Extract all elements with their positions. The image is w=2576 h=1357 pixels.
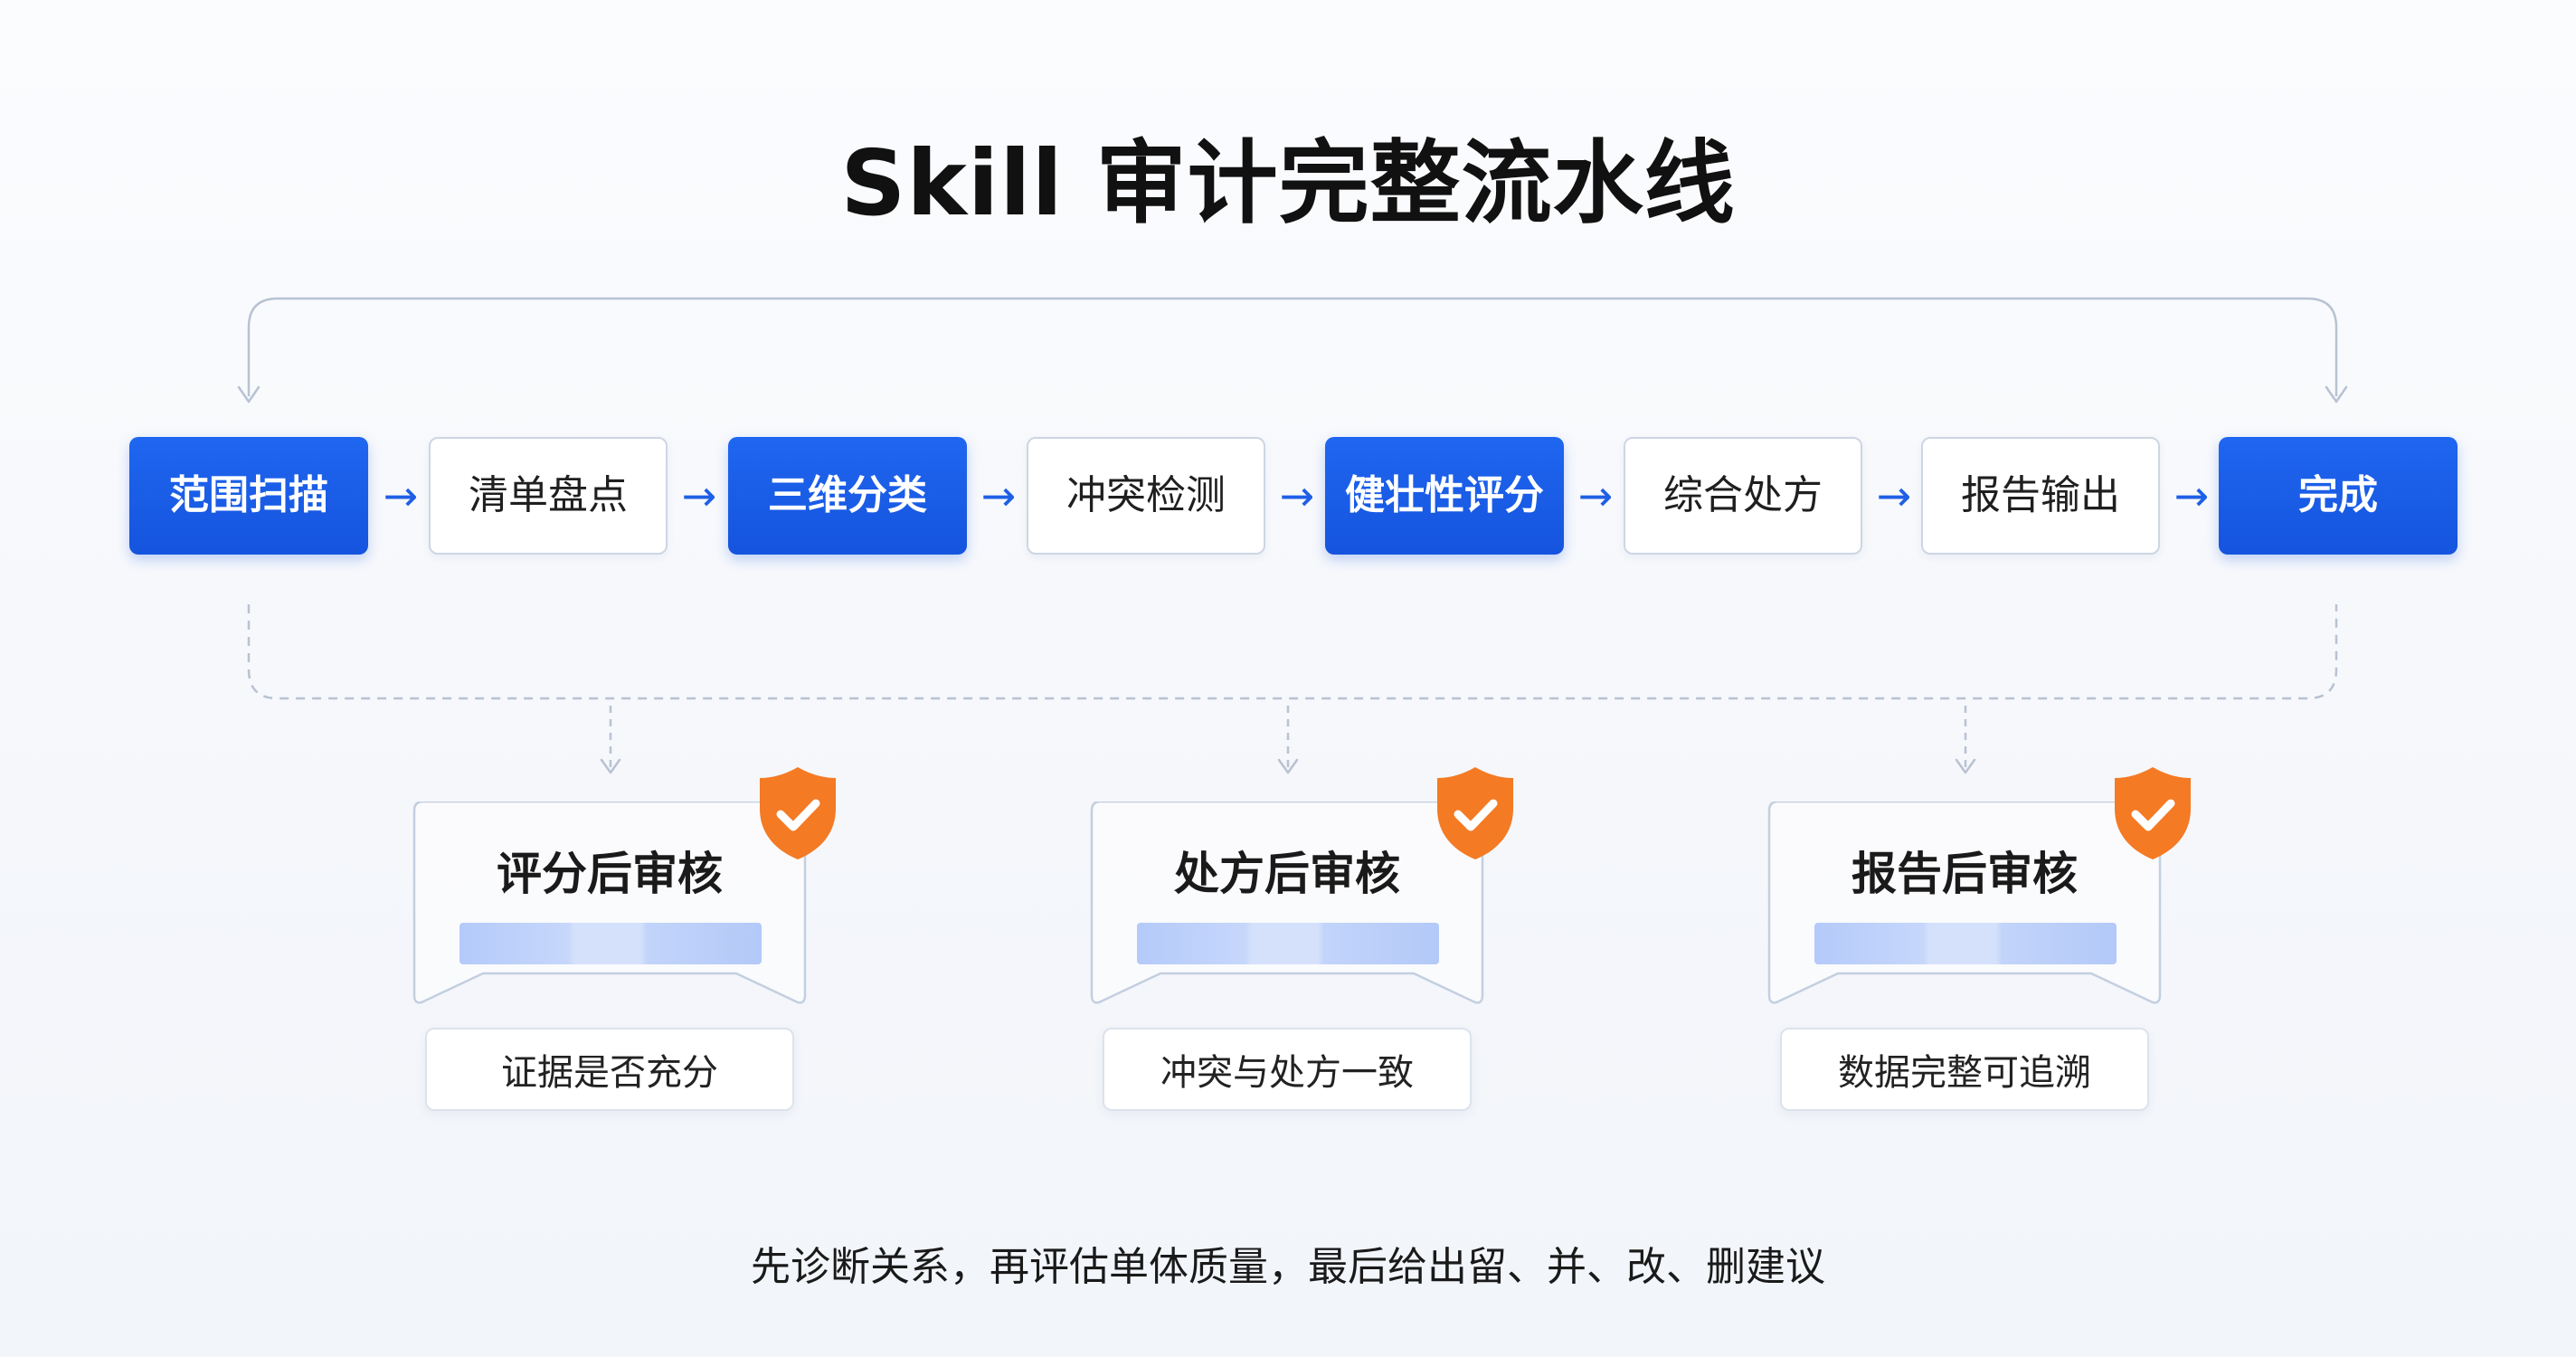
drop-arrow-3-icon xyxy=(1955,758,1976,774)
arrow-right-icon: → xyxy=(1279,471,1315,520)
step-inventory[interactable]: 清单盘点 xyxy=(429,437,668,555)
review-progress-bar xyxy=(1137,923,1439,964)
drop-arrow-1-icon xyxy=(600,758,621,774)
check-shield-icon xyxy=(1437,767,1513,859)
arrow-right-icon: → xyxy=(1577,471,1614,520)
step-prescription[interactable]: 综合处方 xyxy=(1624,437,1862,555)
step-robustness-score[interactable]: 健壮性评分 xyxy=(1325,437,1564,555)
arrow-right-icon: → xyxy=(980,471,1017,520)
review-card-frame xyxy=(1090,802,1484,1004)
review-card-frame xyxy=(412,802,807,1004)
review-progress-bar xyxy=(459,923,762,964)
review-card-report: 报告后审核 xyxy=(1767,802,2162,1006)
criteria-traceability: 数据完整可追溯 xyxy=(1780,1028,2149,1111)
loop-arrow-right-icon xyxy=(2325,385,2348,403)
loop-arrow-left-icon xyxy=(237,385,260,403)
step-conflict-detection[interactable]: 冲突检测 xyxy=(1027,437,1265,555)
review-title: 评分后审核 xyxy=(497,848,723,900)
review-card-frame xyxy=(1767,802,2162,1004)
step-classification[interactable]: 三维分类 xyxy=(728,437,967,555)
step-report-output[interactable]: 报告输出 xyxy=(1921,437,2160,555)
arrow-right-icon: → xyxy=(681,471,717,520)
review-title: 报告后审核 xyxy=(1852,848,2078,900)
page-title: Skill 审计完整流水线 xyxy=(840,130,1736,236)
summary-caption: 先诊断关系，再评估单体质量，最后给出留、并、改、删建议 xyxy=(751,1244,1825,1290)
review-card-prescription: 处方后审核 xyxy=(1090,802,1484,1006)
criteria-consistency: 冲突与处方一致 xyxy=(1103,1028,1472,1111)
step-complete[interactable]: 完成 xyxy=(2219,437,2458,555)
review-bracket-line xyxy=(247,604,2338,700)
step-scope-scan[interactable]: 范围扫描 xyxy=(129,437,368,555)
criteria-evidence: 证据是否充分 xyxy=(425,1028,794,1111)
check-shield-icon xyxy=(760,767,836,859)
arrow-right-icon: → xyxy=(1876,471,1912,520)
loop-back-line xyxy=(247,297,2338,396)
arrow-right-icon: → xyxy=(2174,471,2210,520)
review-card-score: 评分后审核 xyxy=(412,802,807,1006)
check-shield-icon xyxy=(2115,767,2191,859)
review-title: 处方后审核 xyxy=(1174,848,1400,900)
drop-arrow-2-icon xyxy=(1277,758,1299,774)
arrow-right-icon: → xyxy=(383,471,419,520)
review-progress-bar xyxy=(1814,923,2117,964)
